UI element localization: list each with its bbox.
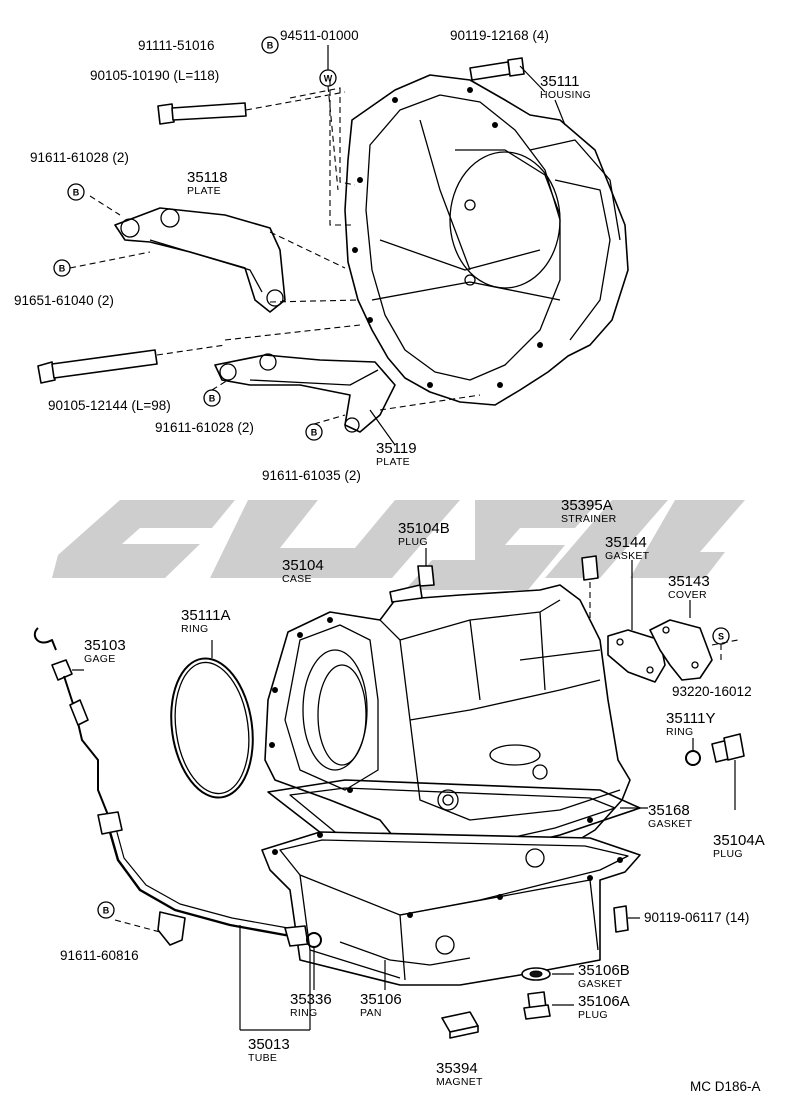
label-35103-name: GAGE bbox=[84, 653, 116, 665]
label-35111Y-name: RING bbox=[666, 726, 693, 738]
svg-text:B: B bbox=[73, 188, 80, 198]
label-90119-12168: 90119-12168 (4) bbox=[450, 28, 549, 43]
svg-text:S: S bbox=[718, 632, 724, 642]
label-91611-61028-a: 91611-61028 (2) bbox=[30, 150, 129, 165]
part-labels: 91111-51016 94511-01000 90119-12168 (4) … bbox=[14, 28, 765, 1094]
bolt-90119-06117 bbox=[613, 905, 640, 933]
case-35104 bbox=[264, 584, 631, 856]
tag-b-icon bbox=[97, 901, 115, 919]
label-35394-number: 35394 bbox=[436, 1060, 478, 1077]
label-35104A-number: 35104A bbox=[713, 832, 765, 849]
housing-35111 bbox=[344, 74, 629, 406]
label-35111A-number: 35111A bbox=[181, 607, 231, 624]
label-35106B-name: GASKET bbox=[578, 978, 623, 990]
label-93220-16012: 93220-16012 bbox=[672, 684, 752, 699]
label-35336-number: 35336 bbox=[290, 991, 332, 1008]
tag-b-icon bbox=[67, 183, 85, 201]
gasket-35144 bbox=[607, 560, 666, 683]
bolt-90105-10190 bbox=[157, 80, 356, 226]
cover-35143 bbox=[649, 600, 739, 681]
plug-35106A bbox=[523, 991, 574, 1020]
label-35104A-name: PLUG bbox=[713, 848, 743, 860]
label-35111A-name: RING bbox=[181, 623, 208, 635]
plate-35118 bbox=[69, 195, 361, 313]
gasket-35106B bbox=[521, 967, 574, 981]
svg-text:B: B bbox=[311, 428, 318, 438]
bolt-90119-12168 bbox=[469, 57, 546, 93]
label-35106-number: 35106 bbox=[360, 991, 402, 1008]
gage-35103 bbox=[33, 627, 111, 821]
label-35395A-number: 35395A bbox=[561, 497, 613, 514]
bolt-90105-12144 bbox=[37, 324, 361, 384]
label-35119-name: PLATE bbox=[376, 456, 410, 468]
label-35103-number: 35103 bbox=[84, 637, 126, 654]
label-35104B-name: PLUG bbox=[398, 536, 428, 548]
svg-text:B: B bbox=[209, 394, 216, 404]
label-91651-61040: 91651-61040 (2) bbox=[14, 293, 114, 308]
label-91111-51016: 91111-51016 bbox=[138, 38, 215, 53]
plate-35119 bbox=[214, 353, 481, 446]
label-35395A-name: STRAINER bbox=[561, 513, 617, 525]
magnet-35394 bbox=[441, 1011, 479, 1039]
ring-35111Y bbox=[685, 750, 701, 766]
label-35111Y-number: 35111Y bbox=[666, 710, 716, 727]
label-91611-61035: 91611-61035 (2) bbox=[262, 468, 361, 483]
tube-35013 bbox=[97, 811, 311, 1031]
label-35106B-number: 35106B bbox=[578, 962, 630, 979]
leader-35111 bbox=[554, 99, 566, 126]
svg-text:W: W bbox=[324, 74, 333, 84]
label-35111-number: 35111 bbox=[540, 73, 580, 90]
pan-35106 bbox=[261, 831, 641, 990]
watermark-logo bbox=[52, 500, 745, 590]
label-94511-01000: 94511-01000 bbox=[280, 28, 359, 43]
tag-b-icon bbox=[261, 36, 279, 54]
label-35104-name: CASE bbox=[282, 573, 312, 585]
label-91611-60816: 91611-60816 bbox=[60, 948, 139, 963]
strainer-35395A bbox=[581, 555, 599, 620]
label-35106-name: PAN bbox=[360, 1007, 382, 1019]
label-35144-number: 35144 bbox=[605, 534, 647, 551]
label-35168-number: 35168 bbox=[648, 802, 690, 819]
plug-35104B bbox=[389, 548, 435, 603]
label-35118-name: PLATE bbox=[187, 185, 221, 197]
tag-b-icon bbox=[53, 259, 71, 277]
label-35111-name: HOUSING bbox=[540, 89, 591, 101]
ring-35336 bbox=[306, 932, 322, 948]
svg-text:B: B bbox=[103, 906, 110, 916]
label-35104B-number: 35104B bbox=[398, 520, 450, 537]
label-91611-61028-b: 91611-61028 (2) bbox=[155, 420, 254, 435]
label-35168-name: GASKET bbox=[648, 818, 693, 830]
label-35118-number: 35118 bbox=[187, 169, 228, 186]
label-35143-number: 35143 bbox=[668, 573, 710, 590]
label-90119-06117: 90119-06117 (14) bbox=[644, 910, 749, 925]
label-35106A-name: PLUG bbox=[578, 1009, 608, 1021]
label-35013-number: 35013 bbox=[248, 1036, 290, 1053]
plug-35104A bbox=[711, 733, 745, 810]
label-35119-number: 35119 bbox=[376, 440, 417, 457]
ring-35111A bbox=[170, 657, 254, 799]
label-35143-name: COVER bbox=[668, 589, 707, 601]
label-35106A-number: 35106A bbox=[578, 993, 630, 1010]
label-90105-12144: 90105-12144 (L=98) bbox=[48, 398, 171, 413]
label-35144-name: GASKET bbox=[605, 550, 650, 562]
svg-text:B: B bbox=[267, 41, 274, 51]
label-90105-10190: 90105-10190 (L=118) bbox=[90, 68, 219, 83]
svg-text:B: B bbox=[59, 264, 66, 274]
label-35013-name: TUBE bbox=[248, 1052, 277, 1064]
label-35394-name: MAGNET bbox=[436, 1076, 483, 1088]
label-35104-number: 35104 bbox=[282, 557, 324, 574]
diagram-code: MC D186-A bbox=[690, 1079, 761, 1094]
label-35336-name: RING bbox=[290, 1007, 317, 1019]
